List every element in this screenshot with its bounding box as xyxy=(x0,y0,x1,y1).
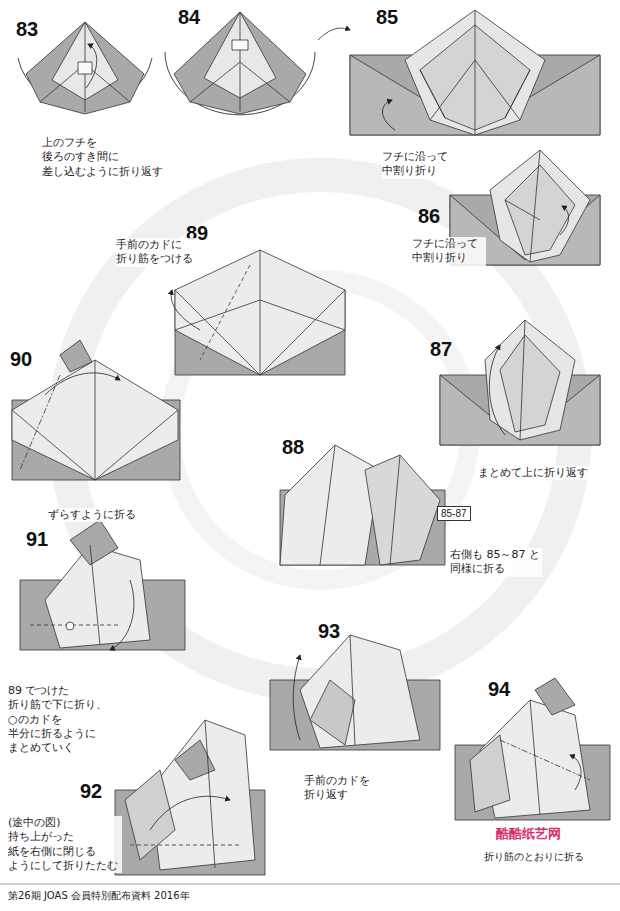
reference-box: 85-87 xyxy=(437,506,471,521)
instruction-text: (途中の図) 持ち上がった 紙を右側に閉じる ようにして折りたたむ xyxy=(8,816,122,873)
instruction-text: 手前のカドに 折り筋をつける xyxy=(116,238,198,267)
instruction-text: 右側も 85～87 と 同様に折る xyxy=(450,548,542,577)
step-number: 94 xyxy=(488,678,510,701)
step-number: 85 xyxy=(376,6,398,29)
step-number: 87 xyxy=(430,338,452,361)
step-number: 83 xyxy=(16,18,38,41)
instruction-text: まとめて上に折り返す xyxy=(478,466,608,480)
step-number: 92 xyxy=(80,780,102,803)
step-number: 90 xyxy=(10,348,32,371)
instruction-text: 上のフチを 後ろのすき間に 差し込むように折り返す xyxy=(42,136,170,179)
watermark: 酷酷纸艺网 xyxy=(496,826,561,843)
step-number: 93 xyxy=(318,620,340,643)
step-number: 91 xyxy=(26,528,48,551)
instruction-text: フチに沿って 中割り折り xyxy=(382,150,456,179)
instruction-text: 折り筋のとおりに折る xyxy=(484,850,616,863)
footer-caption: 第26期 JOAS 会員特別配布資料 2016年 xyxy=(8,889,190,902)
instruction-text: 手前のカドを 折り返す xyxy=(304,774,382,803)
box-text: 85-87 xyxy=(441,508,467,519)
instruction-text: フチに沿って 中割り折り xyxy=(412,237,486,266)
instruction-text: 89 でつけた 折り筋で下に折り、 ○のカドを 半分に折るように まとめていく xyxy=(8,684,112,755)
instruction-text: ずらすように折る xyxy=(48,508,158,522)
step-number: 84 xyxy=(178,6,200,29)
step-number: 86 xyxy=(418,205,440,228)
step-number: 88 xyxy=(282,436,304,459)
